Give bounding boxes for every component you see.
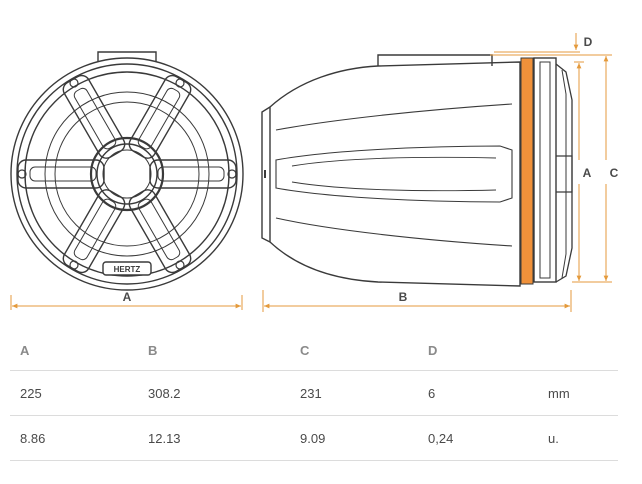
front-view-speaker	[10, 51, 244, 291]
cell-c-mm: 231	[290, 370, 418, 416]
side-view-speaker	[261, 54, 573, 287]
orange-accent-ring	[520, 57, 534, 285]
column-header-b: B	[148, 342, 158, 358]
table-row: 8.86 12.13 9.09 0,24 u.	[10, 415, 618, 461]
dimension-label-c-side: C	[610, 166, 619, 180]
table-header-row: A B C D	[10, 330, 618, 371]
dimension-label-a-side: A	[583, 166, 592, 180]
cell-d-mm: 6	[418, 370, 538, 416]
dimension-d-top	[494, 33, 580, 53]
dimension-label-a-front: A	[123, 290, 132, 304]
cell-c-inch: 9.09	[290, 415, 418, 461]
column-header-unit	[538, 330, 618, 371]
column-header-d: D	[428, 342, 438, 358]
column-header-a: A	[20, 342, 30, 358]
dimensions-spec-table: A B C D 225 308.2 231 6 mm 8.86 12.13 9.…	[10, 330, 618, 461]
cell-a-inch: 8.86	[10, 415, 138, 461]
cell-unit-inch: u.	[538, 415, 618, 461]
table-row: 225 308.2 231 6 mm	[10, 370, 618, 416]
dimension-b-side	[262, 290, 572, 312]
dimension-a-front	[10, 295, 243, 310]
cell-unit-mm: mm	[538, 370, 618, 416]
dimension-c-side	[490, 54, 612, 283]
cell-b-inch: 12.13	[138, 415, 290, 461]
cell-d-inch: 0,24	[418, 415, 538, 461]
cell-b-mm: 308.2	[138, 370, 290, 416]
brand-logo-plate	[102, 261, 152, 276]
dimension-label-d-top: D	[584, 35, 593, 49]
cell-a-mm: 225	[10, 370, 138, 416]
brand-logo: HERTZ	[114, 265, 141, 274]
grille-screws	[17, 78, 237, 270]
column-header-c: C	[300, 342, 310, 358]
speaker-technical-drawing: HERTZ A B	[10, 33, 619, 312]
dimension-label-b-side: B	[399, 290, 408, 304]
